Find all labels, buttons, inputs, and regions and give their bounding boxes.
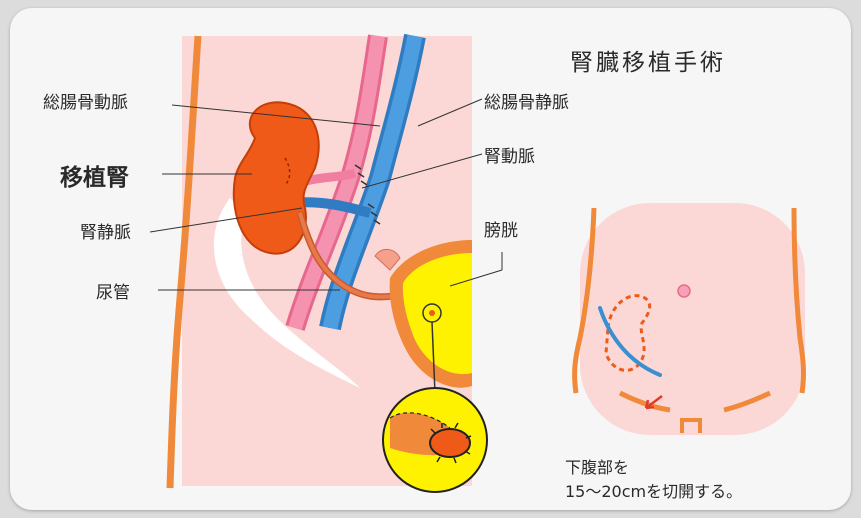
abdomen-inset	[580, 203, 805, 435]
diagram-card: 腎臓移植手術 総腸骨動脈 総腸骨静脈 移植腎 腎動脈 腎静脈 膀胱 尿管 下腹部…	[10, 8, 851, 510]
label-common-iliac-artery: 総腸骨動脈	[43, 88, 128, 113]
kidney-transplant-illustration	[10, 8, 851, 510]
page-title: 腎臓移植手術	[570, 43, 726, 77]
navel	[678, 285, 690, 297]
label-bladder: 膀胱	[484, 216, 518, 241]
label-common-iliac-vein: 総腸骨静脈	[484, 88, 569, 113]
label-transplanted-kidney: 移植腎	[60, 158, 129, 192]
label-renal-artery: 腎動脈	[484, 142, 535, 167]
caption-line-2: 15〜20cmを切開する。	[565, 478, 742, 502]
label-ureter: 尿管	[96, 278, 130, 303]
caption-line-1: 下腹部を	[565, 454, 629, 478]
label-renal-vein: 腎静脈	[80, 218, 131, 243]
